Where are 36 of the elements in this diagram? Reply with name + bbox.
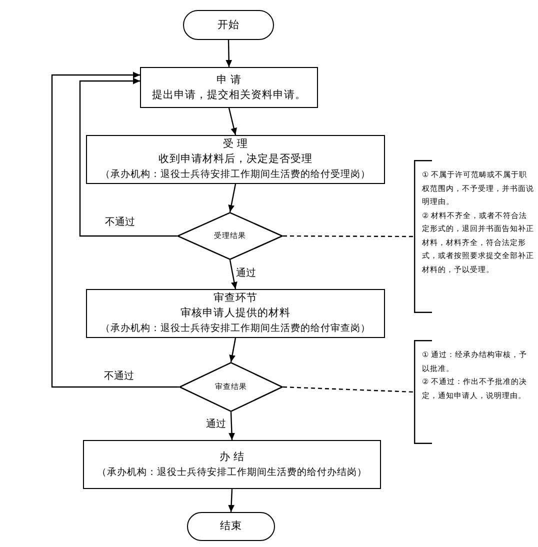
box-title: 受 理 (222, 137, 248, 152)
decision-diamond (177, 212, 283, 260)
box-title: 结束 (220, 519, 242, 534)
edge-label: 通过 (205, 417, 227, 431)
edge-label: 通过 (235, 266, 257, 280)
arrow (228, 488, 234, 512)
edge-label: 不通过 (104, 215, 136, 229)
box-text: （承办机构：退役士兵待安排工作期间生活费的给付办结岗） (97, 466, 367, 480)
process-box (140, 67, 318, 108)
note-bracket (414, 160, 536, 313)
arrow (51, 72, 179, 388)
box-text: 审核申请人提供的材料 (180, 306, 290, 321)
arrow (79, 78, 177, 237)
end-terminal (187, 512, 275, 541)
arrow (228, 412, 235, 440)
dashed-connector (282, 386, 414, 393)
process-box (83, 440, 381, 489)
decision-diamond (179, 362, 283, 412)
arrow (228, 184, 236, 212)
box-text: （承办机构：退役士兵待安排工作期间生活费的给付受理岗） (100, 168, 370, 182)
arrow (229, 260, 238, 290)
arrow (228, 108, 237, 136)
dashed-connector (283, 235, 414, 238)
box-title: 办 结 (219, 450, 245, 464)
box-text: 提出申请，提交相关资料申请。 (152, 88, 306, 102)
box-text: 收到申请材料后，决定是否受理 (158, 152, 312, 167)
box-title: 开始 (218, 18, 240, 32)
box-title: 申 请 (216, 72, 242, 88)
arrow (226, 40, 232, 68)
start-terminal (183, 10, 274, 40)
process-box (86, 289, 385, 338)
edge-label: 不通过 (103, 369, 135, 383)
box-title: 审查环节 (214, 291, 258, 306)
process-box (86, 135, 385, 184)
arrow (229, 338, 236, 362)
box-text: （承办机构：退役士兵待安排工作期间生活费的给付审查岗） (100, 322, 370, 336)
